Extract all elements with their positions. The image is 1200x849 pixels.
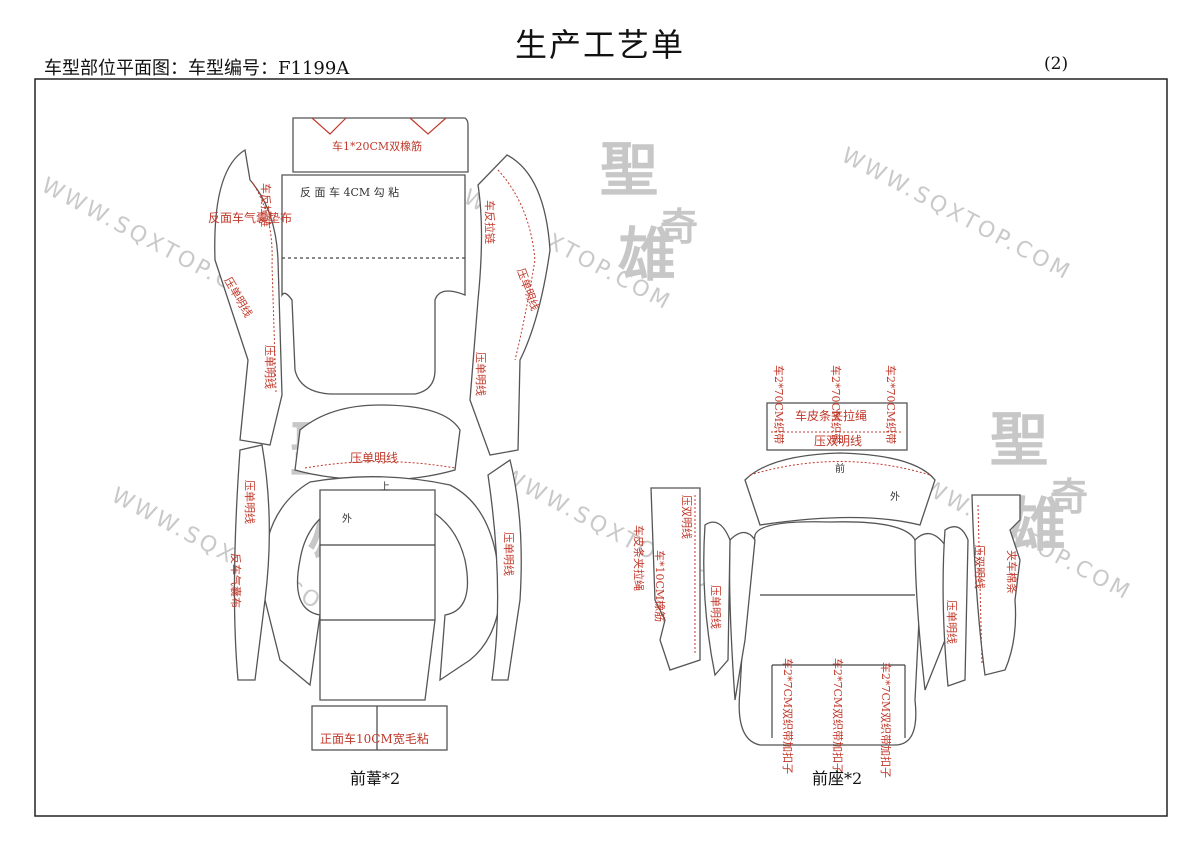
label-right-double: 压双明线 [973, 545, 987, 589]
watermark-url: WWW.SQXTOP.COM [837, 143, 1076, 286]
watermark-logo: 聖 [600, 136, 658, 204]
front-back-pattern [214, 117, 551, 751]
label-button-3: 车2*7CM双织带加扣子 [879, 662, 893, 778]
label-bottom-velcro: 正面车10CM宽毛粘 [320, 731, 429, 746]
label-headrest: 车1*20CM双橡筋 [332, 139, 422, 153]
label-lower-airbag: 反车气囊布 [229, 553, 243, 608]
seat-right-bolster [914, 533, 946, 691]
caption-front-back: 前葦*2 [350, 769, 400, 788]
outer-wing-piece [262, 476, 501, 687]
lower-left-piece [233, 444, 270, 681]
model-subtitle: 车型部位平面图：车型编号：F1199A [44, 58, 350, 79]
seat-left-side [703, 521, 731, 677]
label-webbing-2: 车2*70CM织带 [829, 365, 843, 444]
label-seat-right-single: 压单明线 [945, 600, 959, 644]
watermark-logo: 聖 [990, 406, 1048, 474]
caption-front-seat: 前座*2 [812, 769, 862, 788]
velcro-strip [311, 705, 448, 751]
label-mid-single: 压单明线 [350, 451, 398, 465]
lower-right-piece [487, 458, 522, 681]
label-webbing-1: 车2*70CM织带 [772, 365, 786, 444]
drawing-frame [34, 78, 1168, 817]
label-left-strip: 车皮条夹拉绳 [632, 525, 646, 591]
label-airbag-cloth: 反面车气囊垫布 [208, 210, 292, 225]
label-reverse-hook: 反 面 车 4CM 勾 粘 [300, 185, 399, 199]
front-seat-pattern [650, 402, 1021, 746]
label-outside: 外 [342, 513, 352, 525]
page-number: (2) [1044, 54, 1069, 74]
seat-arc-piece [744, 452, 936, 526]
label-leather-strip: 车皮条夹拉绳 [795, 408, 867, 423]
watermark: WWW.SQXTOP.COM WWW.SQXTOP.COM WWW.SQXTOP… [37, 136, 1136, 626]
seat-left-strip [650, 487, 701, 671]
watermark-logo: 奇 [1050, 474, 1088, 519]
label-right-zip: 车反拉链 [483, 200, 497, 244]
seat-top-strip [766, 402, 908, 451]
label-lower-left-single: 压单明线 [243, 480, 257, 524]
watermark-logo: 奇 [660, 204, 698, 249]
label-lower-right-single: 压单明线 [502, 532, 516, 576]
label-left-double: 压双明线 [680, 495, 694, 539]
label-button-2: 车2*7CM双织带加扣子 [831, 658, 845, 774]
center-lower-panel [319, 489, 436, 701]
label-outside-seat: 外 [890, 491, 900, 503]
label-clip-strip: 夹车棉条 [1005, 550, 1019, 594]
back-main-panel [281, 174, 466, 395]
label-elastic: 车*10CM橡筋 [653, 550, 667, 622]
left-side-piece [214, 148, 283, 446]
label-front: 前 [835, 462, 845, 475]
seat-right-strip [971, 494, 1021, 676]
label-up: 上 [380, 481, 390, 493]
watermark-logo: 雄 [618, 221, 676, 289]
headrest-piece [292, 117, 469, 173]
page-title: 生产工艺单 [514, 26, 685, 64]
label-seat-left-single: 压单明线 [709, 585, 723, 629]
label-left-single-2: 压单明线 [263, 345, 277, 389]
label-right-single-2: 压单明线 [474, 352, 488, 396]
label-left-zip: 车反拉链 [259, 183, 273, 227]
seat-right-side [942, 526, 969, 687]
label-button-1: 车2*7CM双织带加扣子 [781, 658, 795, 774]
label-webbing-3: 车2*70CM织带 [884, 365, 898, 444]
label-double-top: 压双明线 [814, 434, 862, 448]
